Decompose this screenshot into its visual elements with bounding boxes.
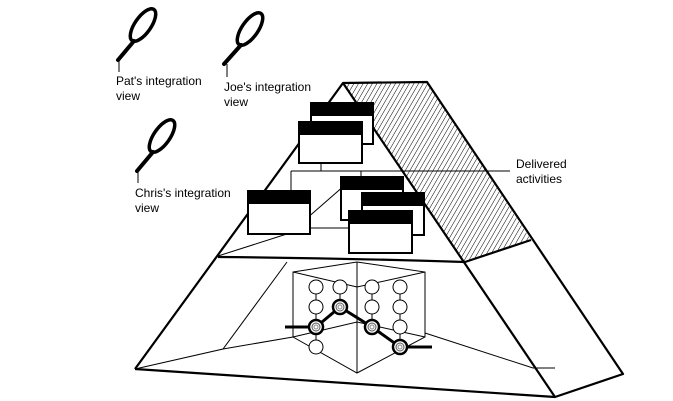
pats-view-label: Pat's integration view [116,74,202,104]
activity-nodes [307,279,409,356]
node-icon [392,299,408,315]
integration-path [285,305,432,349]
node-icon [308,339,324,355]
node-icon [364,299,380,315]
label-line: view [224,95,249,109]
window-icon [348,210,413,254]
label-line: Pat's integration [116,74,202,88]
activity-windows [247,102,425,254]
label-line: view [116,89,141,103]
label-line: Chris's integration [135,186,231,200]
window-icon [298,121,363,164]
label-line: Delivered [516,157,567,171]
label-line: view [135,201,160,215]
node-icon [364,279,380,295]
integrated-node-icon [331,298,349,316]
magnifier-icon [116,7,158,72]
integrated-node-icon [363,318,381,336]
magnifier-icon [135,118,177,183]
magnifier-icon [222,11,265,77]
label-line: Joe's integration [224,80,312,94]
delivered-activities-label: Delivered activities [516,157,567,187]
hatched-face [343,82,531,262]
integrated-node-icon [307,318,325,336]
node-icon [392,319,408,335]
joes-view-label: Joe's integration view [224,80,311,110]
delivered-leader [290,163,510,191]
node-icon [308,279,324,295]
window-icon [247,190,311,235]
integrated-node-icon [391,338,409,356]
label-line: activities [516,172,563,186]
node-icon [332,279,348,295]
chris-view-label: Chris's integration view [135,186,231,216]
node-icon [308,299,324,315]
node-icon [392,279,408,295]
